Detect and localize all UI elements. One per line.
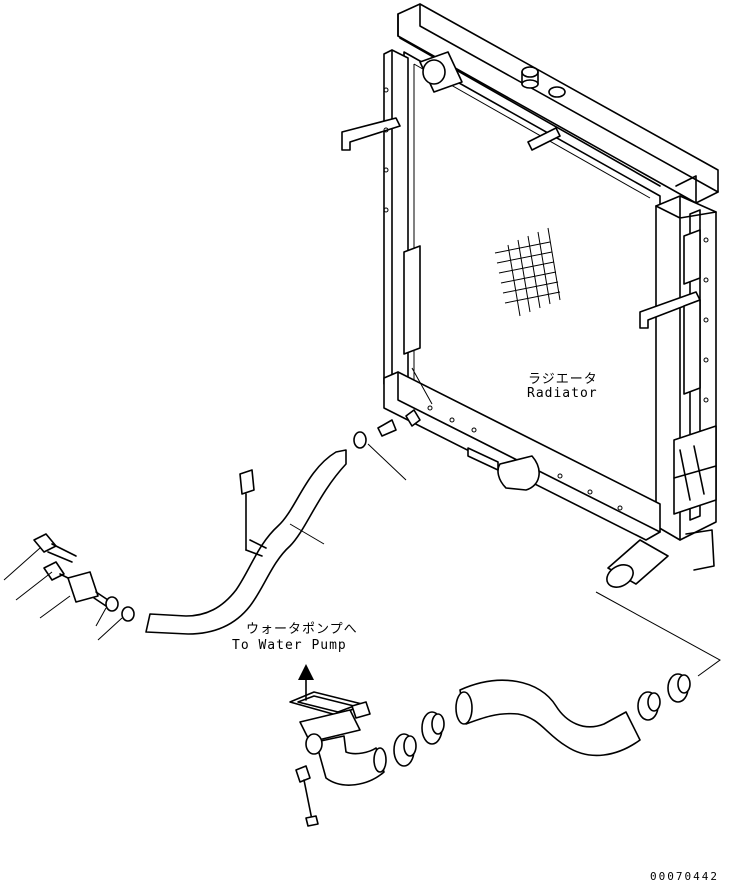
radiator-cap xyxy=(521,66,566,98)
small-parts-group xyxy=(33,533,135,622)
hose-clamp-3 xyxy=(637,691,661,721)
lower-outlet-pipe xyxy=(606,529,715,588)
right-bracket xyxy=(639,291,701,329)
bolt-1 xyxy=(33,533,77,563)
hose-clamp-1 xyxy=(393,733,417,767)
lower-radiator-hose xyxy=(459,679,641,757)
arrow-up-icon xyxy=(298,664,314,701)
washer-2 xyxy=(121,606,135,622)
overflow-hose-assembly xyxy=(145,409,421,635)
water-pump-label-jp: ウォータポンプへ xyxy=(246,622,358,637)
radiator-assembly xyxy=(341,3,719,588)
bolt-3 xyxy=(295,765,319,827)
leader-lines xyxy=(3,367,721,677)
drain-cock xyxy=(467,447,499,471)
joint-block xyxy=(67,571,109,607)
radiator-label-en: Radiator xyxy=(527,386,598,401)
hose-clamp-4 xyxy=(667,673,691,703)
hose-clamp-2 xyxy=(421,711,445,745)
lower-hose-assembly xyxy=(289,673,691,827)
radiator-core-mesh xyxy=(494,227,561,317)
overflow-hose xyxy=(145,449,347,635)
water-pump-label-en: To Water Pump xyxy=(232,638,347,653)
radiator-label-jp: ラジエータ xyxy=(528,372,598,387)
right-upper-plate xyxy=(683,229,701,285)
hose-fitting xyxy=(405,409,421,427)
washer-1 xyxy=(105,596,119,612)
mounting-foot xyxy=(673,425,717,515)
nut xyxy=(353,431,367,449)
left-upper-bracket xyxy=(341,117,401,151)
bolt-holes xyxy=(383,87,709,511)
drawing-number: 00070442 xyxy=(650,870,719,883)
upper-inlet-pipe xyxy=(419,51,463,93)
overflow-tube-fitting xyxy=(527,127,561,151)
bottom-elbow xyxy=(497,455,540,491)
water-pump-elbow xyxy=(299,701,387,786)
left-side-plate xyxy=(403,245,421,355)
right-lower-plate xyxy=(683,299,701,395)
nipple xyxy=(377,419,397,437)
hose-clip-bolt xyxy=(239,469,255,551)
